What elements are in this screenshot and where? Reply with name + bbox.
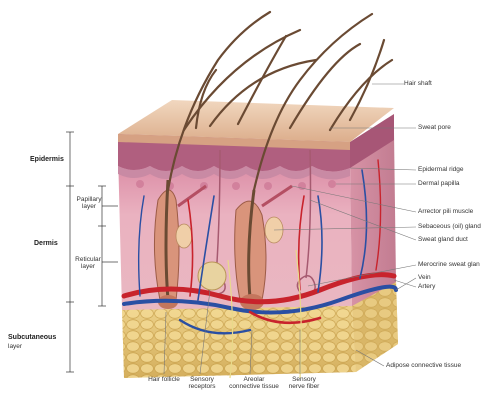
label-sensory-nerve: Sensory nerve fiber (284, 376, 324, 390)
label-subcutaneous: Subcutaneous (8, 334, 56, 341)
label-arrector-pili: Arrector pili muscle (418, 208, 473, 215)
label-sweat-pore: Sweat pore (418, 124, 451, 131)
label-papillary-line1: Papillary (76, 196, 102, 203)
label-sensory-receptors: Sensory receptors (186, 376, 218, 390)
label-vein: Vein (418, 274, 431, 281)
label-areolar-line1: Areolar (226, 376, 282, 383)
label-adipose: Adipose connective tissue (386, 362, 461, 369)
label-areolar-tissue: Areolar connective tissue (226, 376, 282, 390)
label-papillary-line2: layer (76, 203, 102, 210)
label-reticular-line1: Reticular (74, 256, 102, 263)
label-sensory-receptors-line1: Sensory (186, 376, 218, 383)
label-reticular-layer: Reticular layer (74, 256, 102, 270)
label-hair-shaft: Hair shaft (404, 80, 432, 87)
label-subcutaneous-sub: layer (8, 343, 22, 350)
label-sweat-gland-duct: Sweat gland duct (418, 236, 468, 243)
label-sebaceous-gland: Sebaceous (oil) gland (418, 223, 481, 230)
label-sensory-nerve-line2: nerve fiber (284, 383, 324, 390)
label-hair-follicle: Hair follicle (140, 376, 188, 383)
label-areolar-line2: connective tissue (226, 383, 282, 390)
label-reticular-line2: layer (74, 263, 102, 270)
label-epidermis: Epidermis (30, 156, 64, 163)
label-sensory-nerve-line1: Sensory (284, 376, 324, 383)
label-sensory-receptors-line2: receptors (186, 383, 218, 390)
label-dermis: Dermis (34, 240, 58, 247)
label-epidermal-ridge: Epidermal ridge (418, 166, 464, 173)
label-papillary-layer: Papillary layer (76, 196, 102, 210)
label-dermal-papilla: Dermal papilla (418, 180, 460, 187)
label-merocrine-sweat-gland: Merocrine sweat glan (418, 261, 480, 268)
label-artery: Artery (418, 283, 435, 290)
